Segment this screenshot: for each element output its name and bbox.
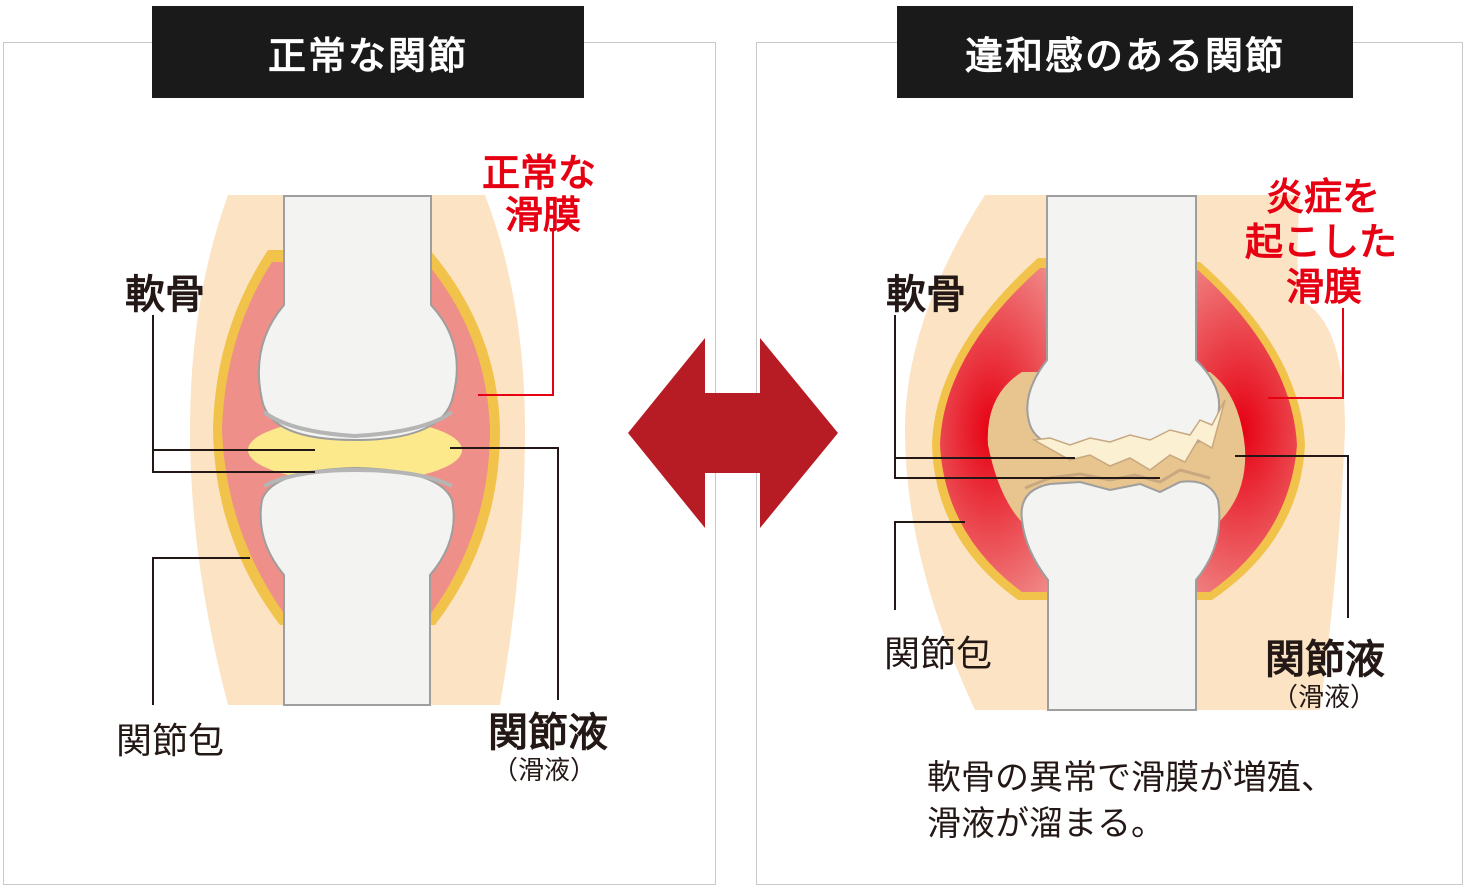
normal-joint-title: 正常な関節 xyxy=(152,6,584,98)
right-fluid-label: 関節液 xyxy=(1265,637,1385,683)
left-upper-bone xyxy=(257,195,458,442)
double-arrow-icon xyxy=(628,338,838,528)
normal-joint-illustration xyxy=(152,195,559,706)
left-synovium-label-line1: 正常な xyxy=(482,151,597,195)
left-lower-bone xyxy=(259,466,455,706)
right-synovium-label-line3: 滑膜 xyxy=(1286,265,1363,309)
abnormal-joint-illustration xyxy=(894,195,1349,711)
abnormal-joint-title: 違和感のある関節 xyxy=(897,6,1353,98)
right-fluid-leader xyxy=(1235,455,1349,618)
right-capsule-leader xyxy=(894,521,965,610)
right-cartilage-leader xyxy=(894,315,1160,479)
right-lower-bone xyxy=(1020,480,1221,711)
right-caption-line2: 滑液が溜まる。 xyxy=(927,804,1165,844)
left-fluid-leader xyxy=(450,447,559,700)
left-cartilage-label: 軟骨 xyxy=(125,272,205,318)
right-cartilage-label: 軟骨 xyxy=(886,272,966,318)
right-caption-line1: 軟骨の異常で滑膜が増殖、 xyxy=(927,758,1335,798)
left-capsule-label: 関節包 xyxy=(116,721,225,762)
right-synovium-leader xyxy=(1268,308,1344,399)
right-synovium-label-line2: 起こした xyxy=(1245,220,1398,264)
right-capsule-label: 関節包 xyxy=(884,634,993,675)
left-cartilage-leader xyxy=(152,315,315,473)
left-synovium-label-line2: 滑膜 xyxy=(505,193,582,237)
right-upper-bone xyxy=(1026,195,1221,457)
left-fluid-sub-label: （滑液） xyxy=(492,756,597,786)
left-synovium-leader xyxy=(478,228,554,396)
right-synovium-label-line1: 炎症を xyxy=(1266,175,1381,219)
left-capsule-leader xyxy=(152,557,250,705)
left-fluid-label: 関節液 xyxy=(488,710,608,756)
right-fluid-sub-label: （滑液） xyxy=(1272,683,1377,713)
right-damaged-cartilage xyxy=(1031,399,1226,471)
